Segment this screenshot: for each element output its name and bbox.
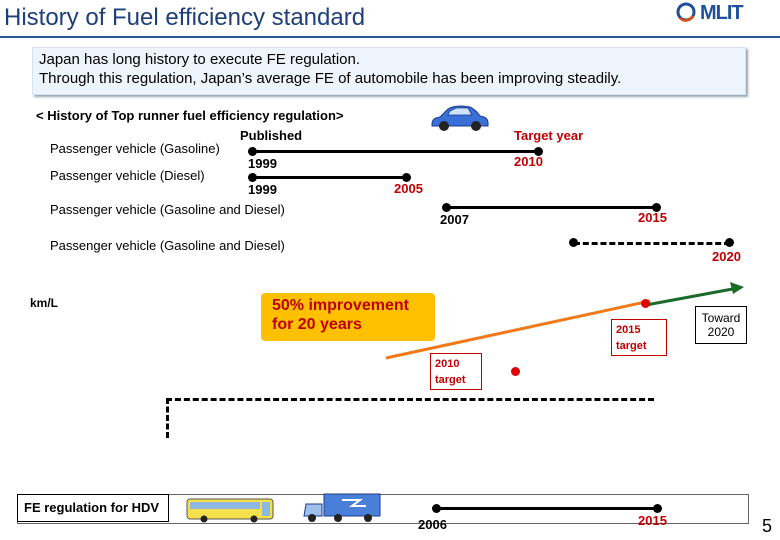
truck-icon	[302, 492, 382, 524]
hdv-target-year: 2015	[638, 513, 667, 528]
timeline-hdv	[436, 507, 658, 510]
target-2010-box: 2010 target	[430, 353, 482, 390]
timeline-hdv-start	[432, 504, 441, 513]
toward-2020-box: Toward 2020	[695, 306, 747, 344]
target-2010-label: 2010 target	[431, 354, 481, 388]
separator-dashed-horizontal	[166, 398, 654, 401]
page-number: 5	[762, 516, 772, 537]
target-2010-dot	[511, 367, 520, 376]
timeline-hdv-end	[653, 504, 662, 513]
target-2015-box: 2015 target	[611, 319, 667, 356]
hdv-start-year: 2006	[418, 517, 447, 532]
green-trend-line	[646, 288, 738, 305]
target-2015-label: 2015 target	[612, 320, 666, 354]
separator-dashed-vertical	[166, 398, 169, 438]
hdv-label: FE regulation for HDV	[17, 494, 169, 522]
green-arrow-head	[730, 282, 744, 294]
improvement-callout-text: 50% improvement for 20 years	[272, 296, 409, 334]
target-2015-dot	[641, 299, 650, 308]
bus-icon	[186, 497, 274, 523]
